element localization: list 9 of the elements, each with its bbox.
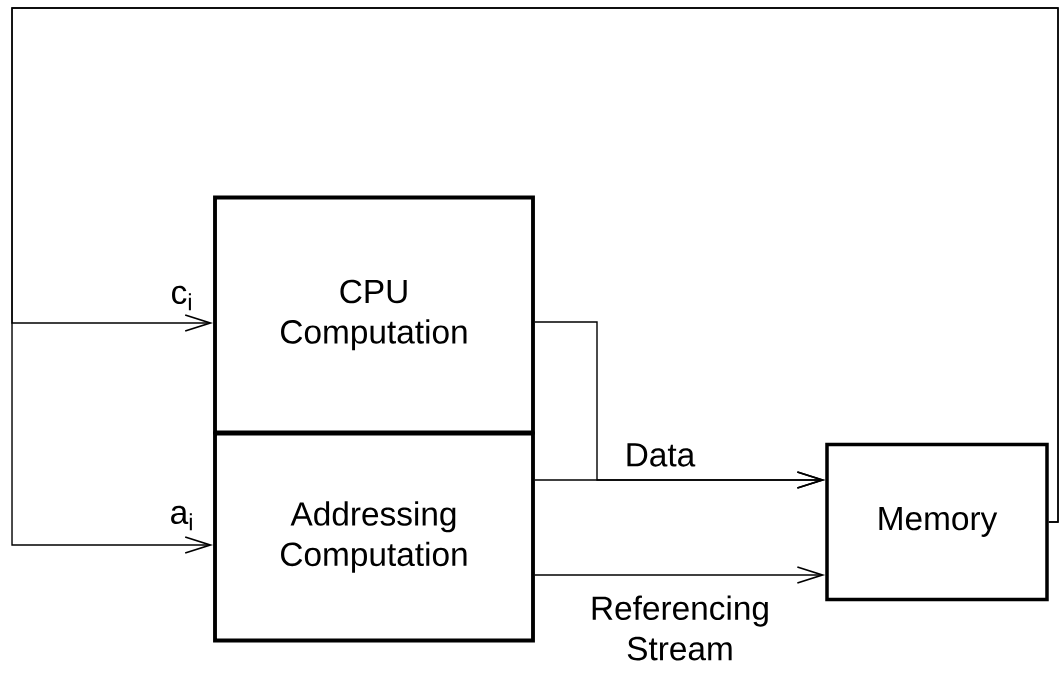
edge-label: Referencing Stream [592, 595, 768, 661]
arrow [534, 566, 826, 584]
edge-label: c$_{i}$ [172, 285, 191, 311]
process-box: CPU Computation [213, 195, 535, 435]
edge-label: Data [627, 443, 696, 467]
process-box: Addressing Computation [213, 431, 535, 643]
arrow [534, 471, 826, 489]
edge-label: a$_{i}$ [171, 505, 192, 531]
process-box: Memory [825, 442, 1049, 602]
